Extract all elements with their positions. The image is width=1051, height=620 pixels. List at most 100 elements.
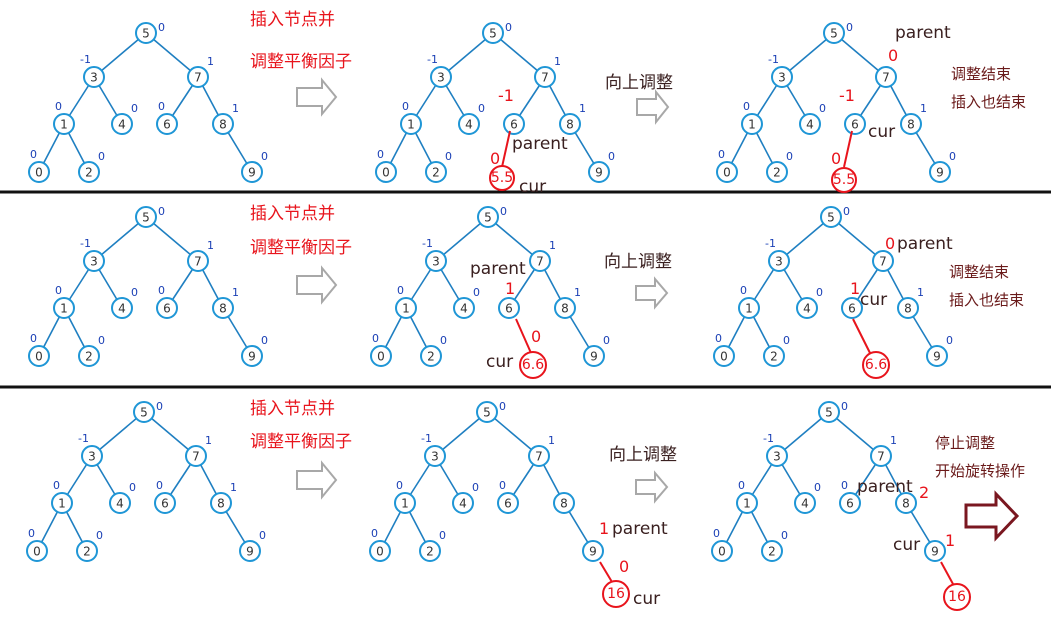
- balance-factor: 1: [574, 286, 581, 299]
- node-key: 8: [902, 497, 910, 511]
- node-key: 4: [465, 118, 473, 132]
- node-key: 6: [504, 497, 512, 511]
- node-key: 9: [590, 350, 598, 364]
- tree-node: [375, 161, 397, 183]
- tree-node: [425, 250, 447, 272]
- node-key: 8: [904, 302, 912, 316]
- new-node: [862, 351, 890, 379]
- tree-node: [185, 445, 207, 467]
- tree-node: [559, 113, 581, 135]
- tree-node: [554, 297, 576, 319]
- balance-factor: 1: [205, 434, 212, 447]
- tree-node: [768, 250, 790, 272]
- tree-edge: [91, 411, 145, 457]
- balance-factor: -1: [78, 432, 89, 445]
- balance-factor: 0: [131, 102, 138, 115]
- tree-node: [26, 540, 48, 562]
- new-edge: [852, 318, 871, 354]
- balance-factor: 0: [30, 148, 37, 161]
- tree-node: [498, 297, 520, 319]
- tree-node: [369, 540, 391, 562]
- tree-node: [823, 22, 845, 44]
- tree-node: [771, 66, 793, 88]
- balance-factor: 0: [402, 100, 409, 113]
- tree-node: [241, 161, 263, 183]
- tree-edge: [833, 32, 887, 78]
- tree-node: [419, 540, 441, 562]
- tree-node: [135, 206, 157, 228]
- node-key: 0: [33, 545, 41, 559]
- balance-factor-label: 0: [831, 149, 841, 168]
- tree-node: [766, 445, 788, 467]
- adjust-up-caption: 向上调整: [604, 252, 672, 272]
- balance-factor: 0: [158, 100, 165, 113]
- balance-factor: -1: [422, 237, 433, 250]
- tree-node: [741, 113, 763, 135]
- balance-factor-label: 1: [850, 279, 860, 298]
- stop-note-line2: 开始旋转操作: [935, 462, 1025, 480]
- insert-caption-line1: 插入节点并: [250, 204, 335, 224]
- node-key: 6: [846, 497, 854, 511]
- right-arrow-icon: [296, 460, 338, 500]
- balance-factor: 0: [372, 332, 379, 345]
- balance-factor: 0: [603, 334, 610, 347]
- cur-label: cur: [860, 290, 887, 310]
- tree-node: [529, 250, 551, 272]
- new-node-key: 5.5: [491, 170, 513, 186]
- tree-node: [239, 540, 261, 562]
- balance-factor-label: 0: [490, 149, 500, 168]
- row-1: 插入节点并 调整平衡因子 -1 parent 0 5.5 cur 向上调整 pa…: [250, 10, 1026, 197]
- balance-factor-label: 0: [619, 557, 629, 576]
- balance-factor-label: 2: [919, 483, 929, 502]
- tree-node: [716, 161, 738, 183]
- right-arrow-icon: [635, 276, 669, 310]
- node-key: 0: [720, 350, 728, 364]
- node-key: 4: [118, 302, 126, 316]
- insert-caption-line2: 调整平衡因子: [250, 52, 352, 72]
- tree-node: [841, 297, 863, 319]
- insert-caption-line1: 插入节点并: [250, 10, 335, 30]
- tree-node: [78, 161, 100, 183]
- cur-label: cur: [519, 177, 546, 197]
- tree-node: [711, 540, 733, 562]
- tree-node: [425, 161, 447, 183]
- done-note-line2: 插入也结束: [951, 93, 1026, 111]
- balance-factor: 0: [129, 481, 136, 494]
- node-key: 9: [246, 545, 254, 559]
- right-arrow-icon: [636, 89, 670, 125]
- tree-node: [133, 401, 155, 423]
- balance-factor: 0: [440, 334, 447, 347]
- tree-node: [761, 540, 783, 562]
- balance-factor: 0: [843, 205, 850, 218]
- node-key: 1: [743, 497, 751, 511]
- balance-factor-label: 0: [888, 46, 898, 65]
- node-key: 0: [382, 166, 390, 180]
- tree-node: [111, 113, 133, 135]
- balance-factor: 0: [131, 286, 138, 299]
- balance-factor: 0: [478, 102, 485, 115]
- balance-factor: 0: [718, 148, 725, 161]
- balance-factor: 0: [472, 481, 479, 494]
- tree-node: [424, 445, 446, 467]
- node-key: 1: [748, 118, 756, 132]
- node-key: 1: [60, 118, 68, 132]
- insert-caption-line2: 调整平衡因子: [250, 238, 352, 258]
- tree-node: [875, 66, 897, 88]
- balance-factor: 0: [55, 100, 62, 113]
- balance-factor: 1: [230, 481, 237, 494]
- tree-node: [81, 445, 103, 467]
- tree-node: [766, 161, 788, 183]
- tree-node: [588, 161, 610, 183]
- node-key: 2: [768, 545, 776, 559]
- tree-edge: [93, 32, 147, 78]
- node-key: 1: [402, 302, 410, 316]
- parent-label: parent: [612, 519, 668, 539]
- node-key: 2: [770, 350, 778, 364]
- node-key: 8: [560, 497, 568, 511]
- node-key: 7: [536, 255, 544, 269]
- node-key: 9: [248, 166, 256, 180]
- right-arrow-icon: [296, 77, 338, 117]
- new-node-key: 16: [948, 589, 966, 605]
